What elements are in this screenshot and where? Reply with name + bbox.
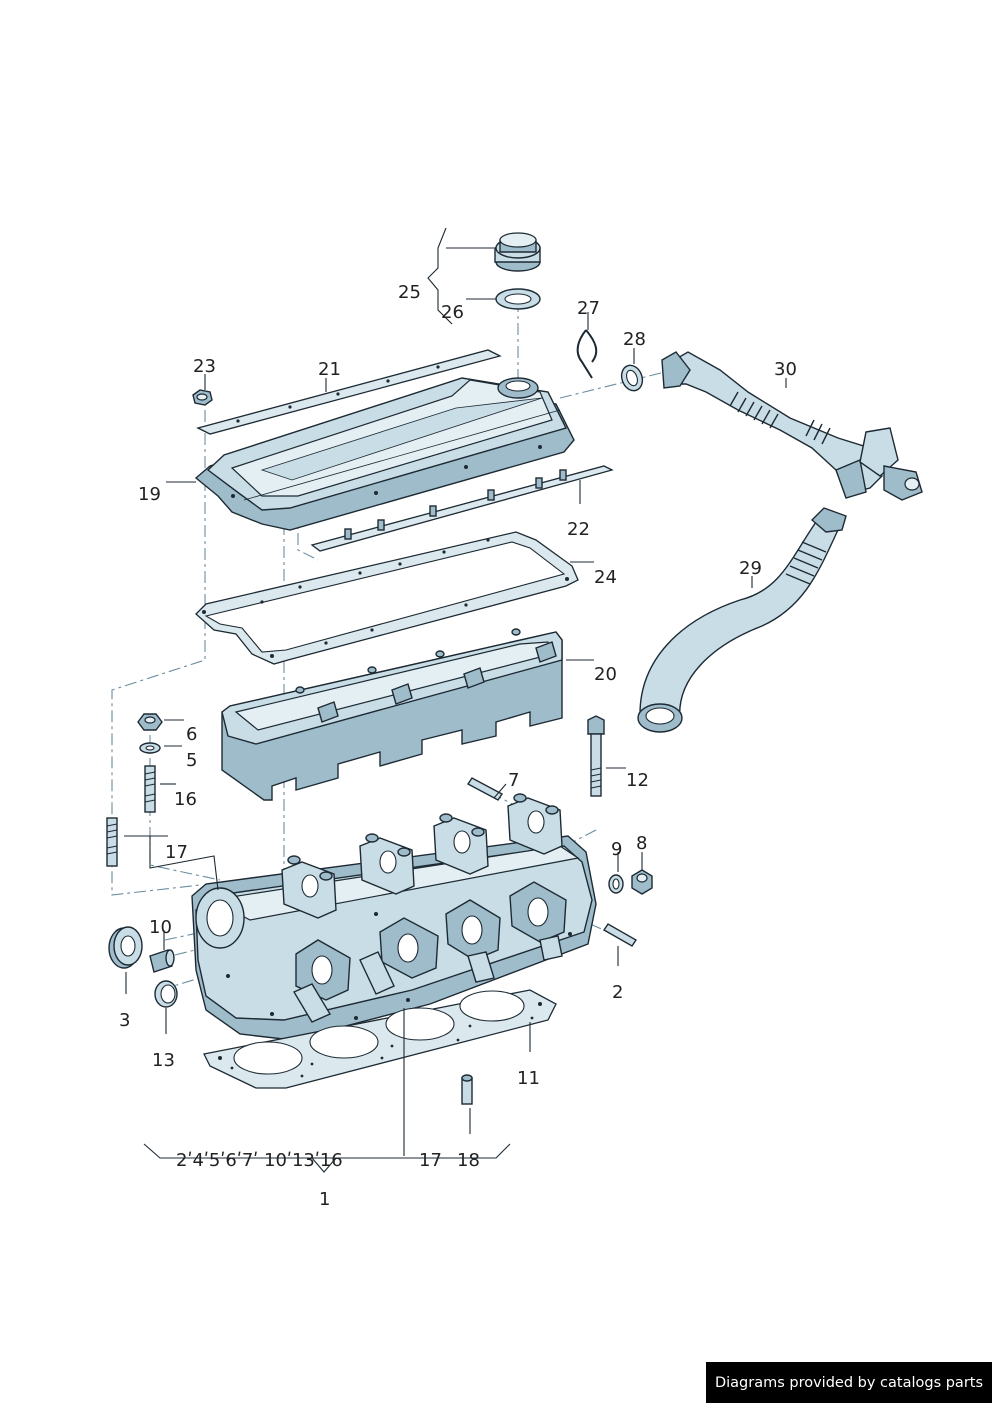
label-24: 24: [594, 567, 617, 588]
label-3: 3: [119, 1010, 130, 1031]
oil-cap-seal[interactable]: [495, 288, 541, 310]
stud-17[interactable]: [106, 817, 118, 867]
leader-lines: [124, 227, 787, 1173]
ring-13[interactable]: [154, 980, 178, 1008]
stud-7[interactable]: [466, 777, 504, 801]
plug-8[interactable]: [631, 869, 653, 895]
inner-gasket-strip[interactable]: [310, 465, 614, 552]
cylinder-head[interactable]: [191, 793, 597, 1041]
label-23: 23: [193, 356, 216, 377]
retaining-clip[interactable]: [576, 329, 598, 379]
label-6: 6: [186, 724, 197, 745]
label-21: 21: [318, 359, 341, 380]
label-30: 30: [774, 359, 797, 380]
label-7: 7: [508, 770, 519, 791]
label-28: 28: [623, 329, 646, 350]
nut-6[interactable]: [137, 713, 163, 731]
label-group-1-parts: 2ʹ4ʹ5ʹ6ʹ7ʹ 10ʹ13ʹ16: [176, 1150, 343, 1171]
breather-hose-29[interactable]: [637, 507, 847, 733]
label-2: 2: [612, 982, 623, 1003]
stud-16[interactable]: [144, 765, 156, 813]
label-12: 12: [626, 770, 649, 791]
label-10: 10: [149, 917, 172, 938]
label-20: 20: [594, 664, 617, 685]
label-8: 8: [636, 833, 647, 854]
label-17-upper: 17: [165, 842, 188, 863]
part-labels: 25 26 27 28 23 21 30 19 22 24 29 20 6 5 …: [119, 282, 797, 1210]
label-25: 25: [398, 282, 421, 303]
dowel-18[interactable]: [461, 1074, 473, 1105]
valve-cover[interactable]: [194, 377, 575, 531]
label-27: 27: [577, 298, 600, 319]
label-19: 19: [138, 484, 161, 505]
oil-baffle-plate[interactable]: [221, 628, 563, 801]
washer-9[interactable]: [608, 874, 624, 894]
shaft-seal-3[interactable]: [108, 926, 143, 969]
label-17-lower: 17: [419, 1150, 442, 1171]
label-29: 29: [739, 558, 762, 579]
label-9: 9: [611, 839, 622, 860]
washer-5[interactable]: [139, 742, 161, 754]
label-22: 22: [567, 519, 590, 540]
label-18: 18: [457, 1150, 480, 1171]
bolt-12[interactable]: [587, 715, 605, 797]
cylinder-head-gasket[interactable]: [203, 989, 557, 1089]
label-26: 26: [441, 302, 464, 323]
watermark-text: Diagrams provided by catalogs parts: [714, 1374, 984, 1391]
cover-nut[interactable]: [192, 389, 213, 406]
label-5: 5: [186, 750, 197, 771]
label-1: 1: [319, 1189, 330, 1210]
stud-2[interactable]: [603, 923, 637, 947]
label-16: 16: [174, 789, 197, 810]
sleeve-10[interactable]: [149, 949, 175, 973]
label-13: 13: [152, 1050, 175, 1071]
watermark-banner: Diagrams provided by catalogs parts: [706, 1362, 992, 1403]
label-11: 11: [517, 1068, 540, 1089]
cover-gasket-strip[interactable]: [196, 349, 502, 435]
valve-cover-gasket[interactable]: [195, 531, 579, 665]
oil-filler-cap[interactable]: [494, 232, 541, 272]
breather-pipe-30[interactable]: [661, 351, 923, 501]
